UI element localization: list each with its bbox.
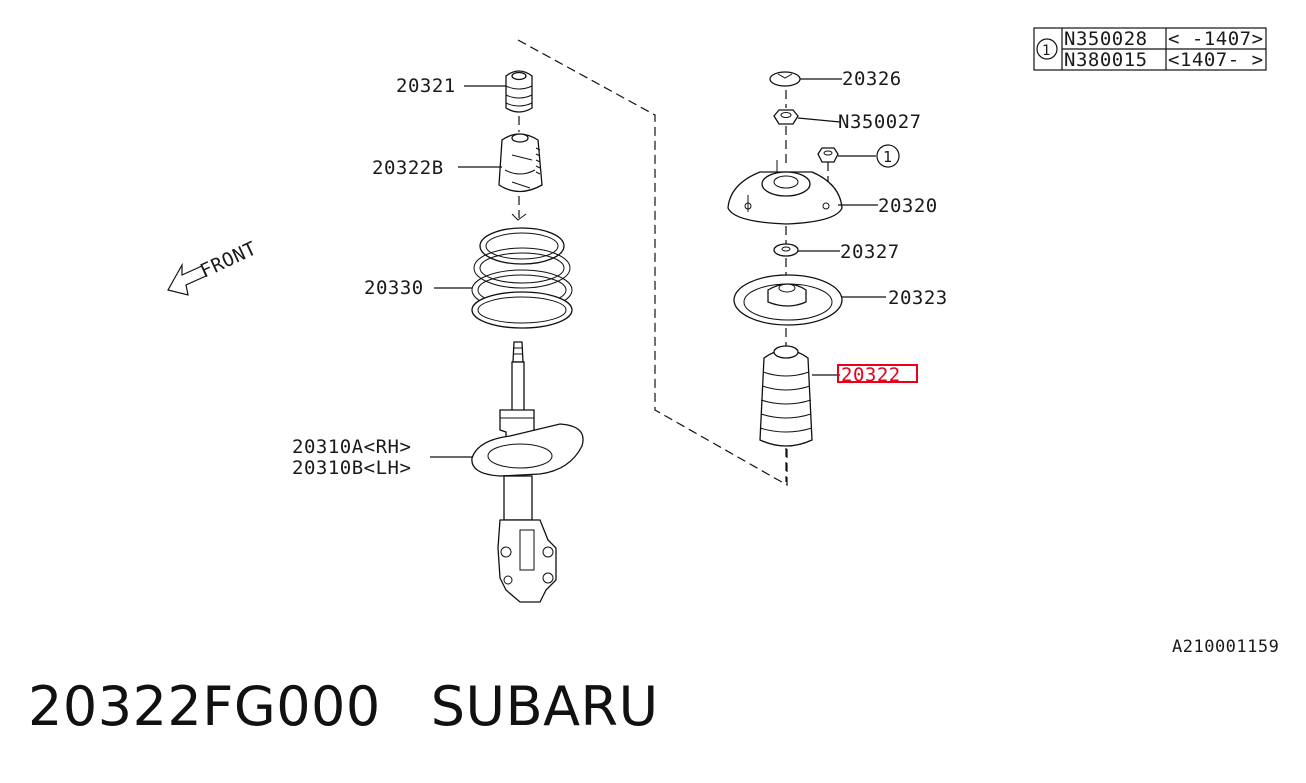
part-label-20330[interactable]: 20330 [364,277,424,299]
caption-brand: SUBARU [430,675,659,738]
spring-seat-20323-drawing [733,274,843,326]
part-label-20322b[interactable]: 20322B [372,157,444,179]
part-label-n350027[interactable]: N350027 [838,111,922,133]
ref-row-1-range: < -1407> [1168,28,1264,50]
cap-20326-drawing [769,71,801,87]
part-label-20326[interactable]: 20326 [842,68,902,90]
flange-nut-drawing [817,147,839,163]
ref-row-2-range: <1407- > [1168,49,1264,71]
dust-boot-20322-drawing [759,345,813,447]
spring-seat-rubber-20322b-drawing [498,133,543,193]
front-direction-arrow: FRONT [167,237,260,296]
strut-20310-drawing [471,341,584,603]
ref-row-1-part[interactable]: N350028 [1064,28,1148,50]
drawing-code: A210001159 [1172,637,1279,657]
callout-1: 1 [876,144,900,168]
washer-20327-drawing [773,243,799,257]
part-label-20310b[interactable]: 20310B<LH> [292,457,411,479]
part-label-20310a[interactable]: 20310A<RH> [292,436,411,458]
front-label: FRONT [197,237,260,282]
part-label-20323[interactable]: 20323 [888,287,948,309]
part-label-20327[interactable]: 20327 [840,241,900,263]
caption-part-number: 20322FG000 [28,675,381,738]
nut-n350027-drawing [773,109,799,125]
reference-table: 1 N350028 < -1407> N380015 <1407- > [1033,27,1267,71]
part-label-20320[interactable]: 20320 [878,195,938,217]
bump-stop-20321-drawing [505,70,533,113]
parts-diagram: 20321 20322B 20330 [167,27,1279,657]
part-label-20321[interactable]: 20321 [396,75,456,97]
svg-text:1: 1 [883,148,892,166]
coil-spring-20330-drawing [471,213,573,329]
part-label-20322-highlighted[interactable]: 20322 [841,364,901,386]
reference-table-key: 1 [1042,43,1050,59]
strut-mount-20320-drawing [727,160,843,225]
ref-row-2-part[interactable]: N380015 [1064,49,1148,71]
assembly-group-outline [517,39,788,487]
highlight-box [837,364,918,383]
